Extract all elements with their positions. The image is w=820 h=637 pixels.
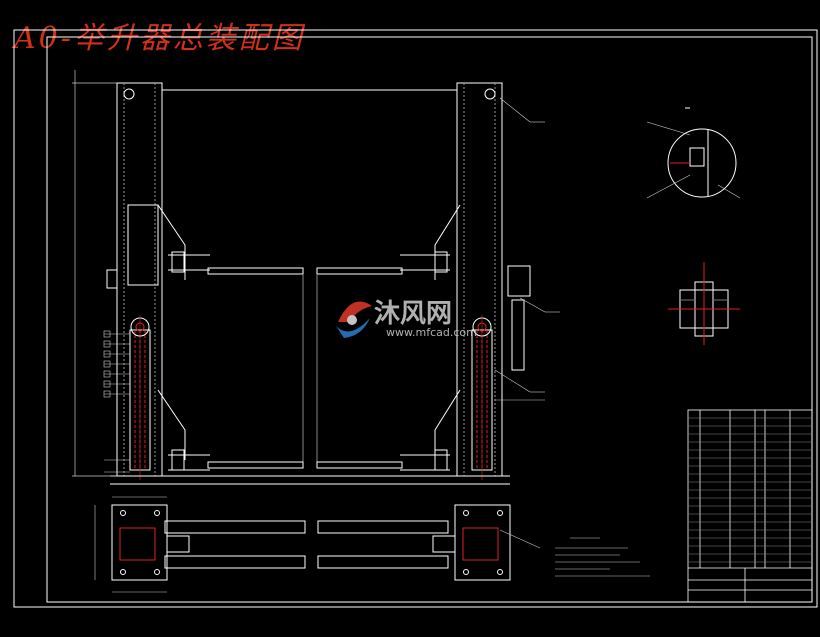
technical-notes <box>555 537 650 577</box>
watermark-name: 沐风网 <box>374 299 452 329</box>
watermark-logo-icon <box>336 301 372 338</box>
lift-arms <box>207 267 403 469</box>
right-cylinder <box>471 315 493 480</box>
drawing-title: A0-举升器总装配图 <box>11 21 306 56</box>
left-column <box>106 82 210 477</box>
plan-dimensions <box>94 496 541 593</box>
detail-view-a <box>646 107 741 199</box>
leader-lines-right <box>494 97 560 401</box>
detail-view-b <box>668 262 740 345</box>
left-cylinder <box>129 315 151 480</box>
outer-frame <box>13 29 818 608</box>
plan-view <box>111 504 511 581</box>
leader-lines-left <box>103 330 130 473</box>
watermark: 沐风网 www.mfcad.com <box>336 299 477 339</box>
right-column <box>400 82 531 477</box>
bom-rows <box>688 417 812 563</box>
inner-frame <box>46 36 813 603</box>
base-plate <box>110 475 510 485</box>
watermark-url: www.mfcad.com <box>386 326 477 339</box>
height-dimension <box>72 70 117 477</box>
